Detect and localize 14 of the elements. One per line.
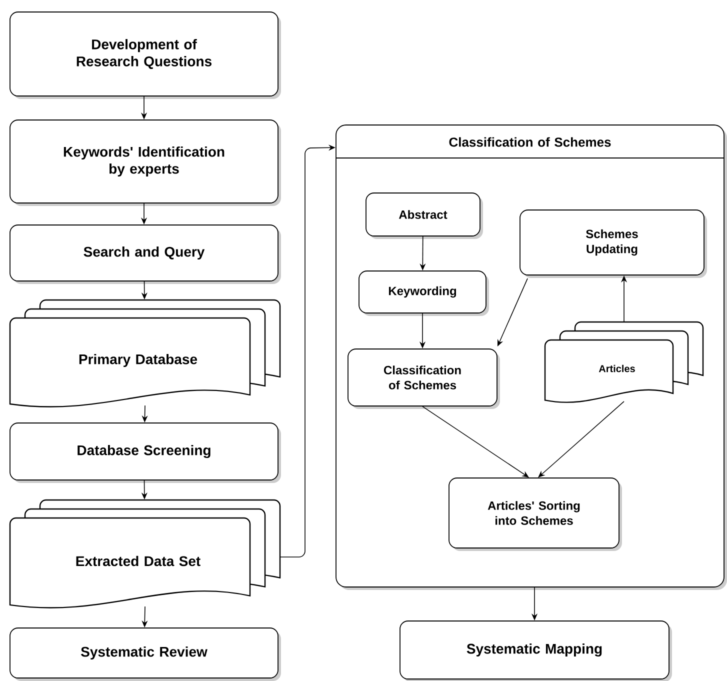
process-box: Development of Research Questions	[10, 12, 281, 99]
process-box: Systematic Mapping	[400, 620, 672, 681]
process-box: Classification of Schemes	[348, 348, 500, 409]
process-box: Database Screening	[10, 422, 281, 483]
process-box: Articles' Sorting into Schemes	[448, 478, 622, 551]
document-stack: Extracted Data Set	[9, 499, 281, 608]
document-stack: Primary Database	[9, 299, 281, 408]
process-box: Keywording	[358, 270, 489, 316]
document-stack: Articles	[544, 321, 704, 403]
process-box: Systematic Review	[10, 628, 281, 681]
process-box: Schemes Updating	[520, 210, 707, 278]
process-box: Search and Query	[10, 224, 281, 284]
process-box: Keywords' Identification by experts	[10, 120, 281, 206]
process-box: Abstract	[366, 192, 483, 239]
